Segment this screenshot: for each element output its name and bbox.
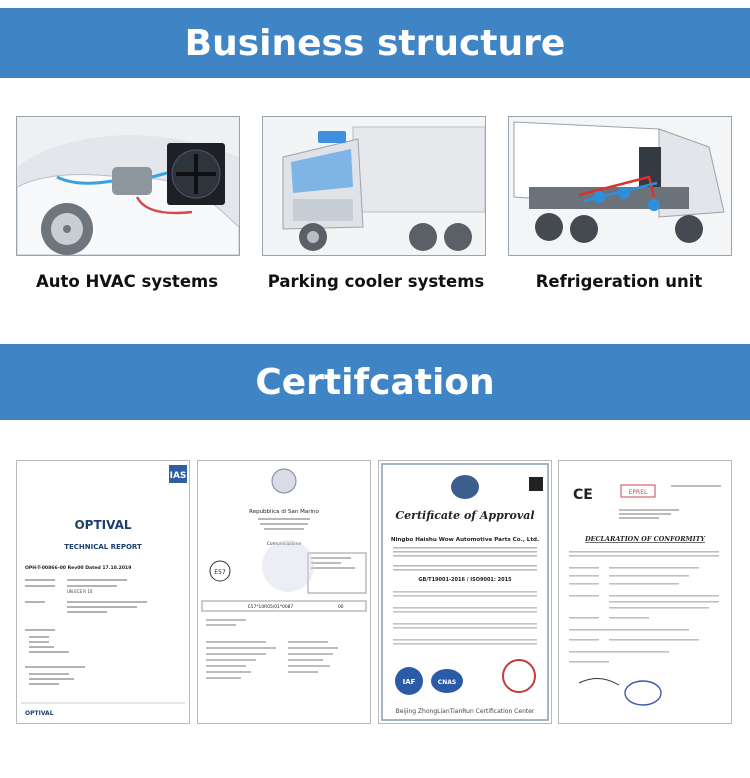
- republic-heading: Repubblica di San Marino: [249, 509, 319, 515]
- iaf-logo-text: IAF: [403, 678, 416, 686]
- cnas-logo-icon: [431, 669, 463, 693]
- certification-title: Certifcation: [255, 361, 495, 403]
- regulatory-ref: UN ECE R 10: [67, 589, 93, 594]
- company-seal-icon: [624, 680, 662, 706]
- parking-cooler-image: [262, 116, 486, 256]
- san-marino-crest-icon: [271, 468, 297, 494]
- optival-technical-report: IAS OPTIVAL TECHNICAL REPORT OPH-T-00866…: [16, 460, 190, 724]
- certification-center-logo-icon: [451, 475, 479, 499]
- approval-number: E57*10R05/01*0087: [248, 604, 293, 610]
- parking-cooler-caption: Parking cooler systems: [267, 272, 485, 291]
- e-mark-text: E57: [214, 569, 226, 576]
- approval-title: Certificate of Approval: [395, 509, 534, 522]
- report-reference: OPH-T-00866-00 Rev00 Dated 17.10.2019: [25, 565, 131, 571]
- certification-banner: Certifcation: [0, 344, 750, 420]
- company-name: Ningbo Haishu Wow Automotive Parts Co., …: [391, 537, 539, 543]
- san-marino-certificate: Repubblica di San Marino Comunicazione E…: [197, 460, 371, 724]
- business-structure-title: Business structure: [184, 22, 566, 64]
- iso-standard: GB/T19001-2016 / ISO9001: 2015: [418, 577, 512, 583]
- ias-badge-icon: [169, 465, 187, 483]
- declaration-of-conformity: CE EPREL DECLARATION OF CONFORMITY: [558, 460, 732, 724]
- auto-hvac-image: [16, 116, 240, 256]
- refrigeration-unit-image: [508, 116, 732, 256]
- certificate-of-approval: Certificate of Approval Ningbo Haishu Wo…: [378, 460, 552, 724]
- red-seal-icon: [502, 659, 536, 693]
- report-subtitle: TECHNICAL REPORT: [64, 543, 142, 551]
- refrigeration-unit-caption: Refrigeration unit: [535, 272, 703, 291]
- business-structure-banner: Business structure: [0, 8, 750, 78]
- qr-code-icon: [529, 477, 543, 491]
- optival-logo-text: OPTIVAL: [74, 518, 131, 532]
- doc-title: DECLARATION OF CONFORMITY: [584, 535, 706, 543]
- e-mark-icon: [209, 560, 231, 582]
- extension-number: 00: [338, 604, 344, 610]
- cnas-logo-text: CNAS: [438, 679, 456, 686]
- eprel-stamp-icon: [620, 484, 656, 498]
- signature-icon: [578, 678, 620, 686]
- eprel-stamp-text: EPREL: [629, 489, 648, 496]
- ias-badge-text: IAS: [170, 471, 187, 481]
- iaf-logo-icon: [395, 667, 423, 695]
- optival-footer-logo: OPTIVAL: [25, 710, 54, 717]
- section-title: Comunicazione: [267, 541, 302, 547]
- ce-mark-text: CE: [573, 487, 593, 503]
- certification-center-footer: Beijing ZhongLianTianRun Certification C…: [396, 708, 535, 715]
- auto-hvac-caption: Auto HVAC systems: [35, 272, 219, 291]
